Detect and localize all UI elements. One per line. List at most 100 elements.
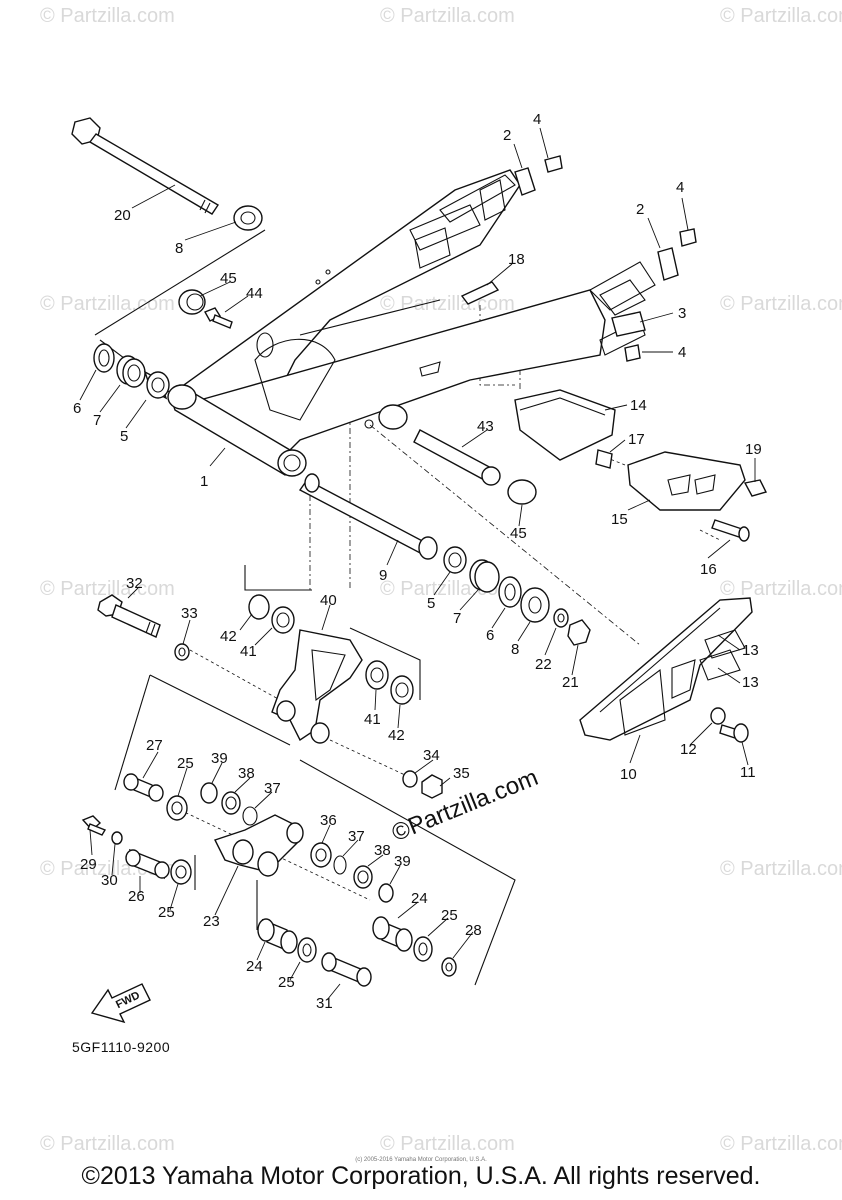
callout-23: 23: [203, 913, 220, 930]
oil-seal: [390, 675, 414, 705]
pivot-shaft: [71, 117, 219, 215]
callout-2: 2: [503, 127, 511, 144]
callout-27: 27: [146, 737, 163, 754]
bearing: [365, 660, 389, 690]
callout-24: 24: [246, 958, 263, 975]
callout-25: 25: [177, 755, 194, 772]
callout-39: 39: [211, 750, 228, 767]
callout-4: 4: [678, 344, 686, 361]
watermark-text: © Partzilla.com: [40, 578, 175, 600]
thrust-washer: [233, 205, 263, 231]
watermark-text: © Partzilla.com: [40, 5, 175, 27]
washer: [402, 770, 418, 788]
callout-6: 6: [73, 400, 81, 417]
circlip: [333, 855, 347, 875]
callout-42: 42: [388, 727, 405, 744]
tiny-copyright-notice: (c) 2005-2016 Yamaha Motor Corporation, …: [355, 1157, 487, 1163]
callout-42: 42: [220, 628, 237, 645]
oil-seal: [166, 795, 188, 821]
assembly-lines: [94, 229, 721, 986]
callout-15: 15: [611, 511, 628, 528]
part-callouts: 1 2 2 3 4 4 4 5 5 6 6 7 7 8 8 9 10 11 12…: [73, 111, 762, 1012]
callout-16: 16: [700, 561, 717, 578]
callout-41: 41: [364, 711, 381, 728]
callout-30: 30: [101, 872, 118, 889]
connecting-arm: [271, 629, 363, 744]
callout-33: 33: [181, 605, 198, 622]
watermark-text: © Partzilla.com: [720, 578, 842, 600]
swingarm: [167, 169, 656, 477]
chain-slider: [579, 597, 753, 741]
callout-18: 18: [508, 251, 525, 268]
washer: [710, 707, 726, 725]
hose-clip: [460, 281, 500, 305]
callout-4: 4: [676, 179, 684, 196]
bolt: [743, 479, 768, 497]
bolt: [624, 344, 641, 362]
bolt: [204, 307, 233, 329]
watermark-text: © Partzilla.com: [40, 1133, 175, 1155]
callout-37: 37: [348, 828, 365, 845]
callout-41: 41: [240, 643, 257, 660]
bolt: [97, 594, 161, 638]
nut: [421, 774, 443, 799]
bolt: [544, 155, 563, 173]
callout-44: 44: [246, 285, 263, 302]
watermark-text: © Partzilla.com: [380, 1133, 515, 1155]
callout-45: 45: [510, 525, 527, 542]
callout-8: 8: [175, 240, 183, 257]
oil-seal: [200, 782, 218, 804]
leader-lines: [79, 127, 756, 1001]
callout-38: 38: [238, 765, 255, 782]
collar: [143, 370, 170, 400]
callout-1: 1: [200, 473, 208, 490]
callout-19: 19: [745, 441, 762, 458]
callout-25: 25: [278, 974, 295, 991]
washer: [441, 957, 457, 977]
bracket: [514, 167, 536, 196]
callout-7: 7: [453, 610, 461, 627]
diagram-code: 5GF1110-9200: [72, 1039, 171, 1055]
collar: [125, 848, 170, 880]
shaft: [298, 473, 438, 560]
washer: [174, 643, 190, 661]
shaft: [378, 404, 501, 486]
oil-seal: [170, 859, 192, 885]
callout-35: 35: [453, 765, 470, 782]
callout-26: 26: [128, 888, 145, 905]
collar: [321, 952, 372, 987]
collar: [595, 449, 613, 469]
bearing: [257, 918, 298, 954]
callout-37: 37: [264, 780, 281, 797]
callout-6: 6: [486, 627, 494, 644]
callout-5: 5: [427, 595, 435, 612]
callout-20: 20: [114, 207, 131, 224]
callout-11: 11: [740, 764, 756, 781]
watermark-text: © Partzilla.com: [380, 5, 515, 27]
callout-14: 14: [630, 397, 647, 414]
circlip: [242, 806, 258, 826]
callout-24: 24: [411, 890, 428, 907]
watermark-text: © Partzilla.com: [720, 858, 842, 880]
callout-38: 38: [374, 842, 391, 859]
callout-22: 22: [535, 656, 552, 673]
forward-direction-arrow: FWD: [90, 983, 151, 1024]
callout-3: 3: [678, 305, 686, 322]
callout-36: 36: [320, 812, 337, 829]
bracket: [657, 247, 679, 281]
oil-seal: [413, 936, 433, 962]
oil-seal: [378, 883, 394, 903]
chain-guide: [627, 451, 746, 511]
copyright-notice: ©2013 Yamaha Motor Corporation, U.S.A. A…: [81, 1162, 761, 1190]
callout-21: 21: [562, 674, 579, 691]
callout-25: 25: [441, 907, 458, 924]
bearing: [271, 606, 295, 634]
callout-45: 45: [220, 270, 237, 287]
oil-seal: [297, 937, 317, 963]
bearing: [221, 791, 241, 815]
oil-seal: [93, 343, 115, 373]
callout-13: 13: [742, 642, 759, 659]
callout-25: 25: [158, 904, 175, 921]
bearing: [353, 865, 373, 889]
